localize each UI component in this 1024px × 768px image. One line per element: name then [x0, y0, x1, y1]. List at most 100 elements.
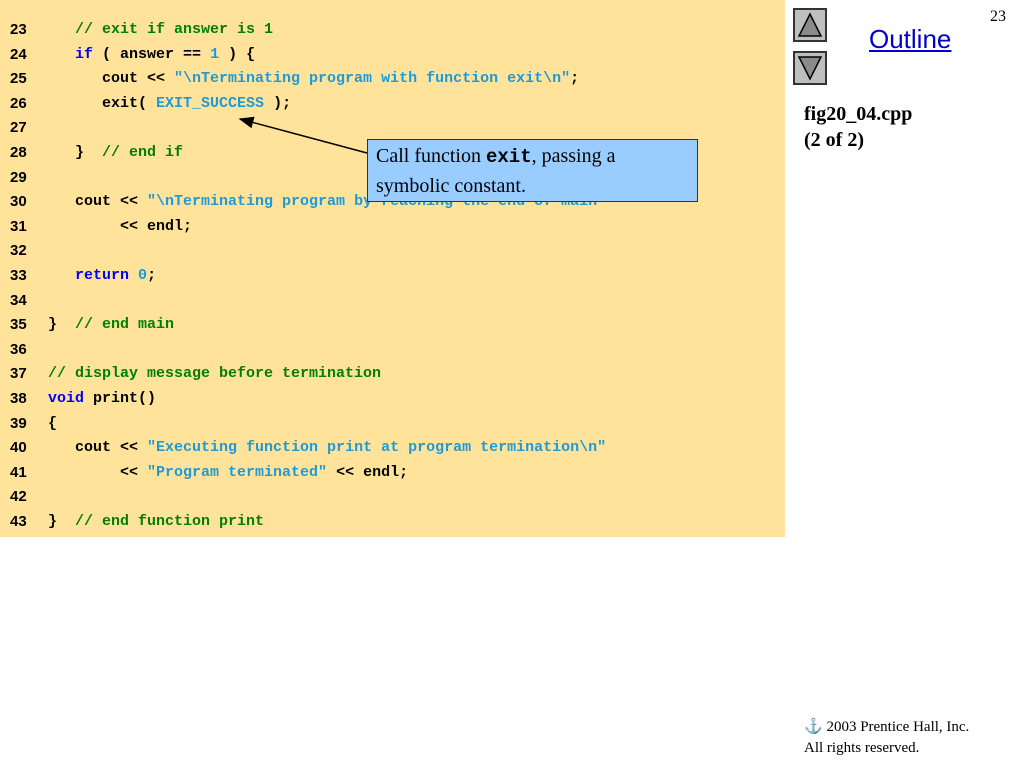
- code-token-comment: // end function print: [75, 513, 265, 530]
- code-source: cout << "Executing function print at pro…: [48, 436, 606, 460]
- code-line: 40 cout << "Executing function print at …: [0, 436, 785, 460]
- code-token-comment: // display message before termination: [48, 365, 382, 383]
- line-number: 31: [10, 217, 27, 235]
- code-line: 41 << "Program terminated" << endl;: [0, 461, 785, 485]
- code-token-plain: [129, 267, 138, 284]
- line-number: 37: [10, 365, 27, 383]
- code-token-number: 1: [210, 45, 220, 63]
- code-line: 35} // end main: [0, 313, 785, 337]
- callout-code: exit: [485, 146, 532, 168]
- code-source: } // end if: [48, 141, 183, 165]
- code-line: 38 void print(): [0, 387, 785, 411]
- code-token-plain: );: [264, 94, 292, 112]
- line-number: 30: [10, 193, 27, 211]
- code-token-comment: // end if: [102, 144, 184, 161]
- code-token-plain: [48, 21, 75, 38]
- code-token-comment: // end main: [75, 316, 175, 334]
- code-token-number: 0: [138, 267, 148, 284]
- line-number: 35: [10, 316, 27, 334]
- code-token-string: "\nTerminating program with function exi…: [174, 70, 571, 88]
- line-number: 29: [10, 168, 27, 186]
- code-token-comment: // exit if answer is 1: [75, 21, 274, 38]
- line-number: 42: [10, 488, 27, 506]
- code-source: void print(): [48, 387, 156, 411]
- code-source: } // end main: [48, 313, 174, 337]
- code-token-keyword: if: [75, 45, 94, 63]
- code-line: 37 // display message before termination: [0, 362, 785, 386]
- code-line: 27: [0, 116, 785, 140]
- code-token-string: EXIT_SUCCESS: [156, 94, 265, 112]
- line-number: 41: [10, 463, 27, 481]
- code-token-keyword: return: [75, 267, 130, 284]
- code-token-plain: ( answer ==: [93, 45, 211, 63]
- code-token-plain: <<: [48, 463, 148, 481]
- code-source: } // end function print: [48, 510, 264, 534]
- code-source: // display message before termination: [48, 362, 381, 386]
- code-source: cout << "\nTerminating program with func…: [48, 67, 579, 91]
- code-line: 23 // exit if answer is 1: [0, 18, 785, 42]
- line-number: 24: [10, 45, 27, 63]
- code-source: // exit if answer is 1: [48, 18, 273, 42]
- code-line: 24 if ( answer == 1 ) {: [0, 43, 785, 67]
- line-number: 43: [10, 513, 27, 530]
- code-token-plain: exit(: [48, 94, 157, 112]
- rights-text: All rights reserved.: [804, 740, 920, 756]
- outline-link[interactable]: Outline: [869, 24, 952, 54]
- code-line: 26 exit( EXIT_SUCCESS );: [0, 92, 785, 116]
- triangle-up-icon: [797, 12, 823, 37]
- code-token-plain: cout <<: [48, 439, 148, 457]
- line-number: 25: [10, 70, 27, 88]
- code-line: 32: [0, 239, 785, 263]
- previous-slide-button[interactable]: [793, 8, 827, 42]
- callout-text-after: , passing a symbolic constant.: [376, 145, 616, 197]
- code-token-plain: cout <<: [48, 70, 175, 88]
- code-token-plain: << endl;: [48, 217, 193, 235]
- code-token-plain: {: [48, 414, 58, 432]
- line-number: 27: [10, 119, 27, 137]
- next-slide-button[interactable]: [793, 51, 827, 85]
- figure-part: (2 of 2): [804, 129, 864, 151]
- code-token-plain: [48, 267, 75, 284]
- anchor-icon: ⚓: [804, 719, 823, 735]
- slide-number: 23: [990, 8, 1006, 25]
- code-token-plain: print(): [84, 390, 157, 407]
- code-token-plain: ) {: [219, 45, 256, 63]
- code-token-keyword: void: [48, 390, 85, 407]
- code-source: << endl;: [48, 215, 192, 239]
- line-number: 40: [10, 439, 27, 457]
- line-number: 39: [10, 414, 27, 432]
- code-line: 28 } // end if: [0, 141, 785, 165]
- callout-text-before: Call function: [376, 145, 486, 167]
- code-token-plain: ;: [147, 267, 157, 284]
- line-number: 38: [10, 390, 27, 407]
- triangle-down-icon: [797, 56, 823, 81]
- code-source: {: [48, 412, 57, 436]
- code-line: 34: [0, 289, 785, 313]
- figure-title: fig20_04.cpp (2 of 2): [804, 101, 912, 153]
- code-line: 31 << endl;: [0, 215, 785, 239]
- callout-box: Call function exit, passing a symbolic c…: [367, 139, 698, 202]
- code-token-plain: cout <<: [48, 193, 148, 211]
- line-number: 26: [10, 94, 27, 112]
- code-token-plain: [48, 46, 75, 63]
- code-token-plain: }: [48, 316, 76, 334]
- code-source: exit( EXIT_SUCCESS );: [48, 92, 291, 116]
- line-number: 33: [10, 267, 27, 284]
- code-source: return 0;: [48, 264, 156, 288]
- line-number: 23: [10, 21, 27, 38]
- line-number: 34: [10, 291, 27, 309]
- code-line: 29: [0, 166, 785, 190]
- copyright-footer: ⚓ 2003 Prentice Hall, Inc. All rights re…: [804, 717, 969, 759]
- code-token-string: "Executing function print at program ter…: [147, 439, 607, 457]
- code-token-plain: }: [48, 144, 103, 161]
- figure-filename: fig20_04.cpp: [804, 103, 913, 125]
- code-line: 36: [0, 338, 785, 362]
- code-token-plain: ;: [570, 70, 580, 88]
- line-number: 28: [10, 144, 27, 161]
- copyright-text: 2003 Prentice Hall, Inc.: [826, 719, 970, 735]
- code-line: 42: [0, 485, 785, 509]
- code-line: 33 return 0;: [0, 264, 785, 288]
- code-line: 43 } // end function print: [0, 510, 785, 534]
- code-token-plain: << endl;: [327, 463, 409, 481]
